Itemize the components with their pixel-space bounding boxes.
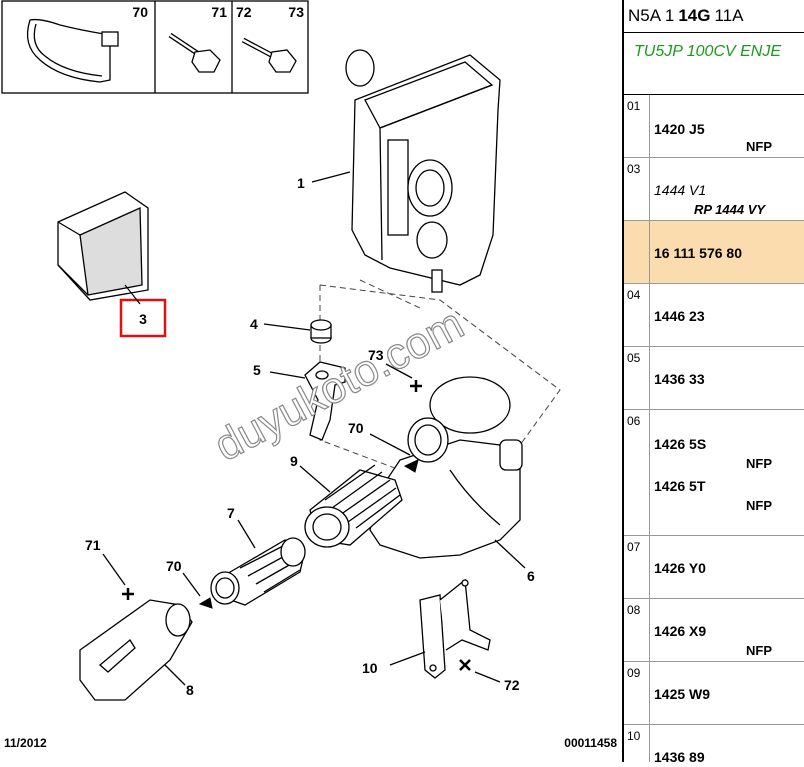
- part-label-72: 72: [504, 677, 520, 693]
- part-label-73: 73: [368, 347, 384, 363]
- part-label-70-lower: 70: [166, 558, 182, 574]
- selected-part-box: [119, 298, 167, 338]
- clamp-markers: [122, 380, 471, 671]
- parts-diagram: 70 71 72 73: [1, 0, 617, 750]
- parts-row-09[interactable]: 09 1425 W9: [624, 662, 804, 725]
- parts-row-05[interactable]: 05 1436 33: [624, 347, 804, 410]
- parts-row-10[interactable]: 10 1436 89: [624, 725, 804, 762]
- row-index: 10: [624, 725, 650, 762]
- part-reference: 1425 W9: [654, 686, 711, 702]
- inset-labels: 70 71 72 73: [132, 4, 304, 20]
- part-label-7: 7: [227, 505, 235, 521]
- parts-row-06[interactable]: 06 1426 5S NFP 1426 5T NFP: [624, 410, 804, 536]
- parts-row-03[interactable]: 03 1444 V1 RP 1444 VY: [624, 158, 804, 221]
- part-label-3: 3: [139, 311, 147, 327]
- part-label-6: 6: [527, 568, 535, 584]
- part-label-1: 1: [297, 175, 305, 191]
- grommet: [310, 319, 332, 344]
- inlet-duct: [79, 599, 193, 701]
- header-code-3: 11A: [714, 6, 744, 25]
- row-index: 09: [624, 662, 650, 724]
- part-label-71: 71: [85, 537, 101, 553]
- row-index: 04: [624, 284, 650, 346]
- air-filter-housing: [345, 49, 501, 293]
- inset-label-70: 70: [132, 4, 148, 20]
- part-note: NFP: [746, 643, 772, 658]
- resonator-box: [369, 376, 523, 559]
- engine-label: TU5JP 100CV ENJE: [624, 33, 804, 95]
- fastener-inset: [1, 0, 309, 94]
- row-index: 01: [624, 95, 650, 157]
- header-code-1: N5A 1: [628, 6, 675, 25]
- part-reference: 1436 33: [654, 371, 705, 387]
- diagram-date: 11/2012: [4, 736, 47, 750]
- small-hose: [210, 537, 306, 606]
- row-index: 03: [624, 158, 650, 220]
- parts-row-04[interactable]: 04 1446 23: [624, 284, 804, 347]
- part-label-9: 9: [290, 453, 298, 469]
- row-index: 05: [624, 347, 650, 409]
- row-index: 08: [624, 599, 650, 661]
- leader-lines: [102, 171, 526, 686]
- part-note: NFP: [746, 456, 772, 471]
- part-note: NFP: [746, 139, 772, 154]
- row-index: 06: [624, 410, 650, 535]
- part-reference: 1446 23: [654, 308, 705, 324]
- header-code-2: 14G: [678, 6, 711, 25]
- part-reference: 1420 J5: [654, 121, 705, 137]
- part-reference: 1426 X9: [654, 623, 707, 639]
- diagram-doc-number: 00011458: [564, 736, 617, 750]
- inset-label-71: 71: [211, 4, 227, 20]
- part-reference: 1436 89: [654, 749, 705, 762]
- parts-row-08[interactable]: 08 1426 X9 NFP: [624, 599, 804, 662]
- diagram-canvas: 70 71 72 73: [1, 0, 617, 750]
- parts-list-panel: N5A 1 14G 11A TU5JP 100CV ENJE 01 1420 J…: [622, 0, 804, 762]
- part-labels: 1 3 4 5 6 7 8 9 10 70 70 71 72 73: [85, 175, 535, 698]
- part-label-4: 4: [250, 316, 258, 332]
- part-label-5: 5: [253, 362, 261, 378]
- row-index: [624, 221, 650, 283]
- row-index: 07: [624, 536, 650, 598]
- reference-header: N5A 1 14G 11A: [624, 0, 804, 33]
- part-reference-alt: 1426 5T: [654, 478, 706, 494]
- parts-row-01[interactable]: 01 1420 J5 NFP: [624, 95, 804, 158]
- bracket: [304, 361, 346, 441]
- part-reference: 1426 5S: [654, 436, 707, 452]
- air-filter-element: [57, 191, 149, 301]
- support-bracket: [419, 578, 491, 679]
- part-reference: 1444 V1: [654, 182, 707, 198]
- part-label-70-upper: 70: [348, 420, 364, 436]
- large-hose: [304, 464, 403, 548]
- part-reference: 1426 Y0: [654, 560, 706, 576]
- inset-label-73: 73: [288, 4, 304, 20]
- parts-row-07[interactable]: 07 1426 Y0: [624, 536, 804, 599]
- part-reference: 16 111 576 80: [654, 245, 742, 261]
- part-label-10: 10: [362, 660, 378, 676]
- inset-label-72: 72: [236, 4, 252, 20]
- part-note-alt: NFP: [746, 498, 772, 513]
- part-label-8: 8: [186, 682, 194, 698]
- parts-row-highlighted[interactable]: 16 111 576 80: [624, 221, 804, 284]
- part-note: RP 1444 VY: [694, 202, 766, 217]
